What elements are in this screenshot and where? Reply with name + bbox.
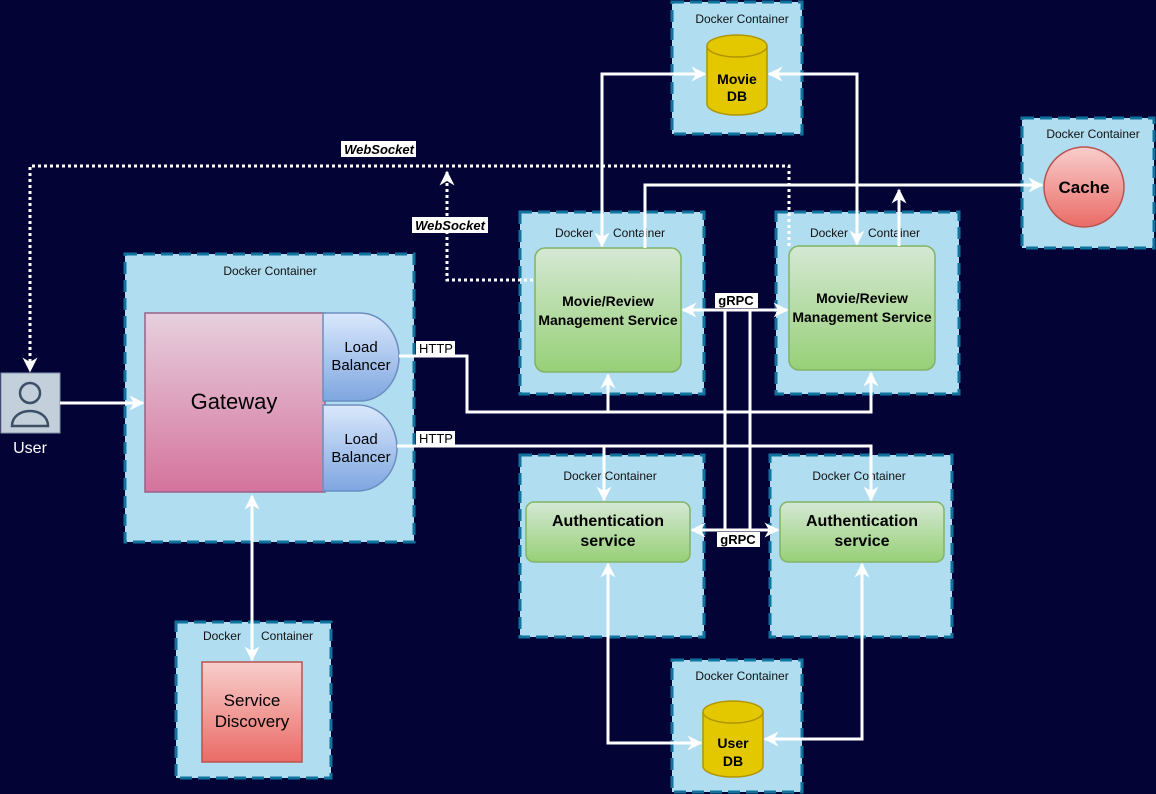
svg-text:HTTP: HTTP	[419, 431, 453, 446]
container-label: Docker Container	[695, 669, 788, 683]
user-db-node[interactable]: User DB	[702, 700, 764, 778]
gateway-node[interactable]: Gateway	[144, 312, 326, 493]
edge-auth-right-user-db	[763, 562, 870, 747]
edge-movie-left-cache	[643, 177, 1044, 248]
load-balancer-top[interactable]: Load Balancer	[322, 312, 400, 402]
edge-movie-right-movie-db	[767, 66, 865, 246]
service-label-line2: Management Service	[792, 309, 931, 325]
edge-label-grpc-top: gRPC	[715, 293, 758, 308]
container-label: Docker Container	[1046, 127, 1139, 141]
edge-label-http-top: HTTP	[416, 341, 455, 356]
container-label: Docker Container	[810, 226, 920, 240]
user-label: User	[13, 440, 47, 457]
svg-text:HTTP: HTTP	[419, 341, 453, 356]
auth-label-line1: Authentication	[552, 513, 664, 530]
svg-text:gRPC: gRPC	[720, 532, 756, 547]
auth-service-right[interactable]: Authentication service	[779, 501, 945, 563]
service-label-line2: Management Service	[538, 312, 677, 328]
user-db-label-line1: User	[717, 735, 749, 751]
user-icon	[10, 381, 50, 428]
auth-label-line1: Authentication	[806, 513, 918, 530]
user-actor[interactable]: User	[0, 372, 61, 457]
edge-movie-left-movie-db	[594, 66, 707, 248]
service-label-line1: Movie/Review	[816, 290, 908, 306]
edge-label-websocket-top: WebSocket	[341, 141, 416, 157]
movie-db-label-line1: Movie	[717, 71, 757, 87]
container-label: Docker Container	[223, 264, 316, 278]
edge-label-websocket-mid: WebSocket	[412, 217, 488, 233]
container-label: Docker Container	[812, 469, 905, 483]
edge-lb-bottom-auth-services	[397, 444, 879, 502]
edge-label-http-bottom: HTTP	[416, 431, 455, 446]
user-db-label-line2: DB	[723, 753, 743, 769]
container-label: Docker Container	[203, 629, 313, 643]
edge-websocket-left	[439, 170, 533, 282]
load-balancer-bottom[interactable]: Load Balancer	[322, 404, 398, 492]
load-balancer-label-line2: Balancer	[331, 357, 390, 374]
load-balancer-label-line1: Load	[344, 431, 377, 448]
edge-auth-left-user-db	[600, 562, 703, 751]
gateway-label: Gateway	[191, 389, 278, 414]
load-balancer-label-line1: Load	[344, 339, 377, 356]
service-discovery-label-line1: Service	[224, 691, 281, 710]
auth-service-left[interactable]: Authentication service	[525, 501, 691, 563]
movie-db-node[interactable]: Movie DB	[706, 34, 768, 116]
service-discovery-label-line2: Discovery	[215, 712, 290, 731]
svg-text:WebSocket: WebSocket	[415, 218, 486, 233]
container-label: Docker Container	[555, 226, 665, 240]
edge-label-grpc-bottom: gRPC	[717, 532, 760, 547]
svg-text:gRPC: gRPC	[718, 293, 754, 308]
svg-text:WebSocket: WebSocket	[344, 142, 415, 157]
auth-label-line2: service	[580, 533, 635, 550]
cache-node[interactable]: Cache	[1043, 146, 1125, 228]
movie-db-label-line2: DB	[727, 88, 747, 104]
load-balancer-label-line2: Balancer	[331, 449, 390, 466]
movie-review-service-left[interactable]: Movie/Review Management Service	[534, 247, 682, 373]
movie-review-service-right[interactable]: Movie/Review Management Service	[788, 245, 936, 371]
service-discovery-node[interactable]: Service Discovery	[201, 661, 303, 763]
auth-label-line2: service	[834, 533, 889, 550]
service-label-line1: Movie/Review	[562, 293, 654, 309]
cache-label: Cache	[1058, 178, 1109, 197]
container-label: Docker Container	[563, 469, 656, 483]
container-label: Docker Container	[695, 12, 788, 26]
